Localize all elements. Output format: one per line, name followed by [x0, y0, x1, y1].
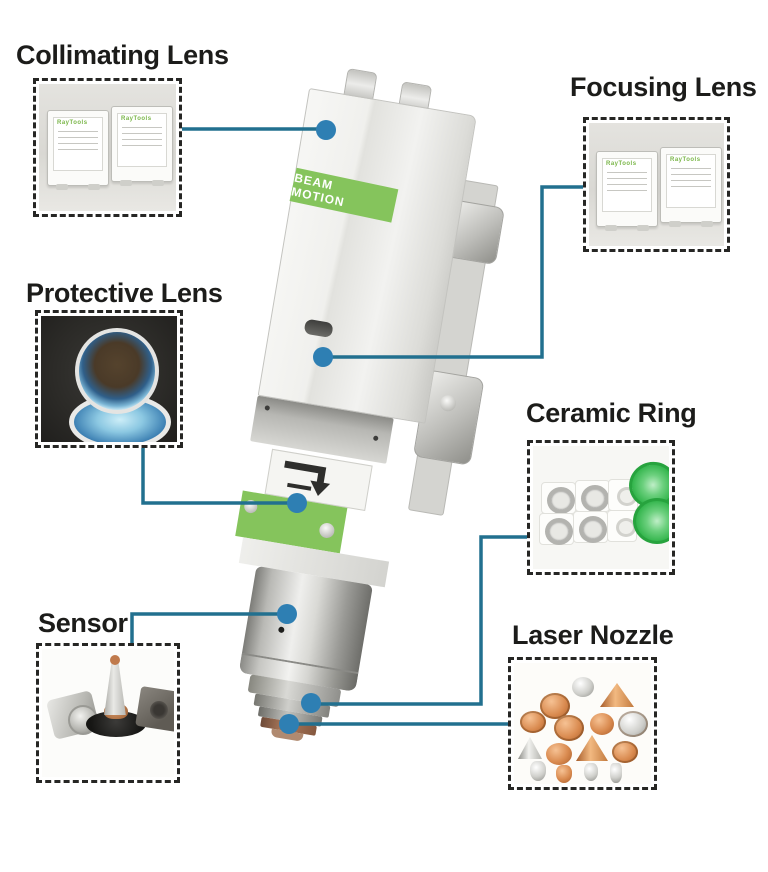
label-line: [122, 145, 162, 146]
label-focusing-lens: Focusing Lens: [570, 72, 757, 102]
protective-lens-box: [35, 310, 183, 448]
label-line: [58, 131, 98, 132]
lens-package-label: RayTools: [117, 113, 167, 167]
focusing-lens-box: RayTools RayTools: [583, 117, 730, 252]
label-line: [122, 127, 162, 128]
label-line: [122, 139, 162, 140]
lens-package: RayTools: [47, 110, 109, 190]
nozzle-item: [554, 715, 584, 741]
package-tab: [669, 221, 681, 227]
nozzle-item: [584, 763, 598, 781]
nozzle-item: [618, 711, 648, 737]
label-line: [607, 172, 647, 173]
collimating-lens-box: RayTools RayTools: [33, 78, 182, 217]
nozzle-item: [518, 737, 542, 759]
label-line: [58, 149, 98, 150]
ceramic-ring-item: [545, 518, 573, 545]
protective-lens-photo: [41, 316, 177, 442]
label-line: [58, 137, 98, 138]
laser-cutting-head-illustration: BEAM MOTION: [178, 64, 535, 764]
nozzle-item: [576, 735, 608, 761]
ceramic-ring-item: [579, 516, 607, 543]
nozzle-item: [590, 713, 614, 735]
label-line: [122, 133, 162, 134]
lens-package: RayTools: [111, 106, 173, 186]
nozzle-item: [530, 761, 546, 781]
laser-nozzle-photo: [514, 663, 651, 784]
label-line: [607, 178, 647, 179]
ceramic-cell: [541, 482, 576, 514]
package-tab: [152, 180, 164, 186]
lens-package: RayTools: [660, 147, 722, 227]
label-collimating-lens: Collimating Lens: [16, 40, 229, 70]
package-tab: [56, 184, 68, 190]
nozzle-item: [612, 741, 638, 763]
protective-lens-top: [75, 328, 159, 414]
label-line: [607, 190, 647, 191]
ceramic-ring-box: [527, 440, 675, 575]
nozzle-item: [556, 765, 572, 783]
sensor-flange-hole: [150, 701, 168, 719]
package-tab: [88, 184, 100, 190]
laser-nozzle-box: [508, 657, 657, 790]
label-line: [671, 174, 711, 175]
package-tab: [120, 180, 132, 186]
green-jar: [633, 498, 669, 544]
nozzle-item: [520, 711, 546, 733]
label-laser-nozzle: Laser Nozzle: [512, 620, 674, 650]
label-sensor: Sensor: [38, 608, 128, 638]
lens-package-label: RayTools: [53, 117, 103, 171]
label-line: [607, 184, 647, 185]
lens-package-label: RayTools: [666, 154, 716, 208]
lens-package: RayTools: [596, 151, 658, 231]
brand-text: RayTools: [57, 120, 88, 126]
label-line: [671, 168, 711, 169]
label-line: [58, 143, 98, 144]
ceramic-cell: [575, 480, 610, 512]
label-ceramic-ring: Ceramic Ring: [526, 398, 697, 428]
nozzle-item: [610, 763, 622, 783]
focusing-lens-photo: RayTools RayTools: [589, 123, 724, 246]
nozzle-item: [600, 683, 634, 707]
package-tab: [605, 225, 617, 231]
brand-text: RayTools: [121, 116, 152, 122]
nozzle-item: [540, 693, 570, 719]
sensor-cone-tip: [110, 655, 120, 665]
nozzle-item: [572, 677, 594, 697]
lens-package-label: RayTools: [602, 158, 652, 212]
ceramic-ring-item: [547, 487, 575, 514]
brand-text: RayTools: [606, 161, 637, 167]
sensor-photo: [42, 649, 174, 777]
ceramic-cell: [573, 511, 608, 543]
package-tab: [637, 225, 649, 231]
label-line: [671, 186, 711, 187]
collimating-lens-photo: RayTools RayTools: [39, 84, 176, 211]
package-tab: [701, 221, 713, 227]
ceramic-ring-photo: [533, 446, 669, 569]
ceramic-ring-item: [581, 485, 609, 512]
sensor-box: [36, 643, 180, 783]
brand-text: RayTools: [670, 157, 701, 163]
label-line: [671, 180, 711, 181]
ceramic-cell: [607, 510, 637, 542]
label-protective-lens: Protective Lens: [26, 278, 223, 308]
nozzle-item: [546, 743, 572, 765]
ceramic-cell: [539, 513, 574, 545]
